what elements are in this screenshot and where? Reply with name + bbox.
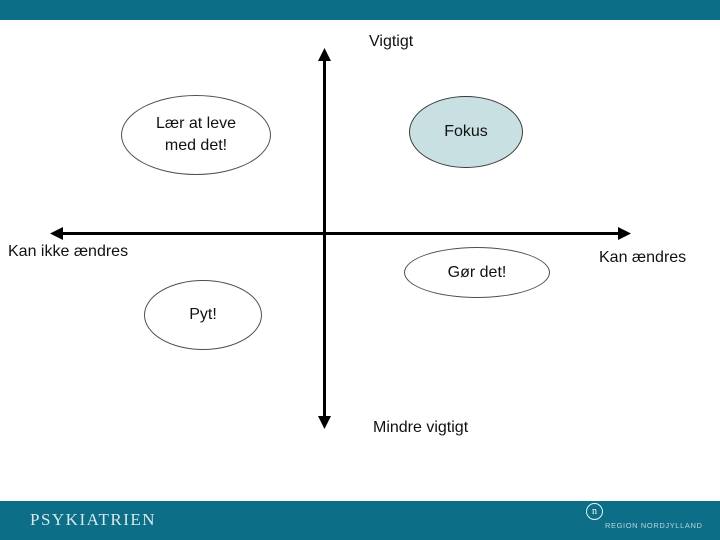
ellipse-label-line: Fokus	[444, 123, 488, 140]
ellipse-pyt: Pyt!	[144, 280, 262, 350]
ellipse-label-line: med det!	[164, 137, 228, 154]
ellipse-label-line: Lær at leve	[155, 115, 237, 132]
axis-label-top: Vigtigt	[369, 33, 414, 50]
horizontal-axis	[50, 227, 631, 240]
logo-n-icon: n	[586, 503, 603, 520]
brand-psykiatrien: PSYKIATRIEN	[30, 510, 157, 529]
ellipse-label-line: Gør det!	[447, 263, 507, 281]
axis-label-right: Kan ændres	[599, 249, 687, 266]
top-accent-bar	[0, 0, 720, 20]
ellipse-laer-at-leve: Lær at leve med det!	[121, 95, 271, 175]
axis-label-bottom: Mindre vigtigt	[373, 419, 469, 436]
ellipse-label-line: Pyt!	[189, 306, 217, 323]
vertical-axis	[318, 48, 331, 429]
ellipse-fokus: Fokus	[409, 96, 523, 168]
axis-label-left: Kan ikke ændres	[8, 243, 129, 260]
ellipse-goer-det: Gør det!	[404, 247, 550, 298]
logo-text: REGION NORDJYLLAND	[605, 521, 703, 530]
region-nordjylland-logo: n REGION NORDJYLLAND	[586, 503, 706, 535]
